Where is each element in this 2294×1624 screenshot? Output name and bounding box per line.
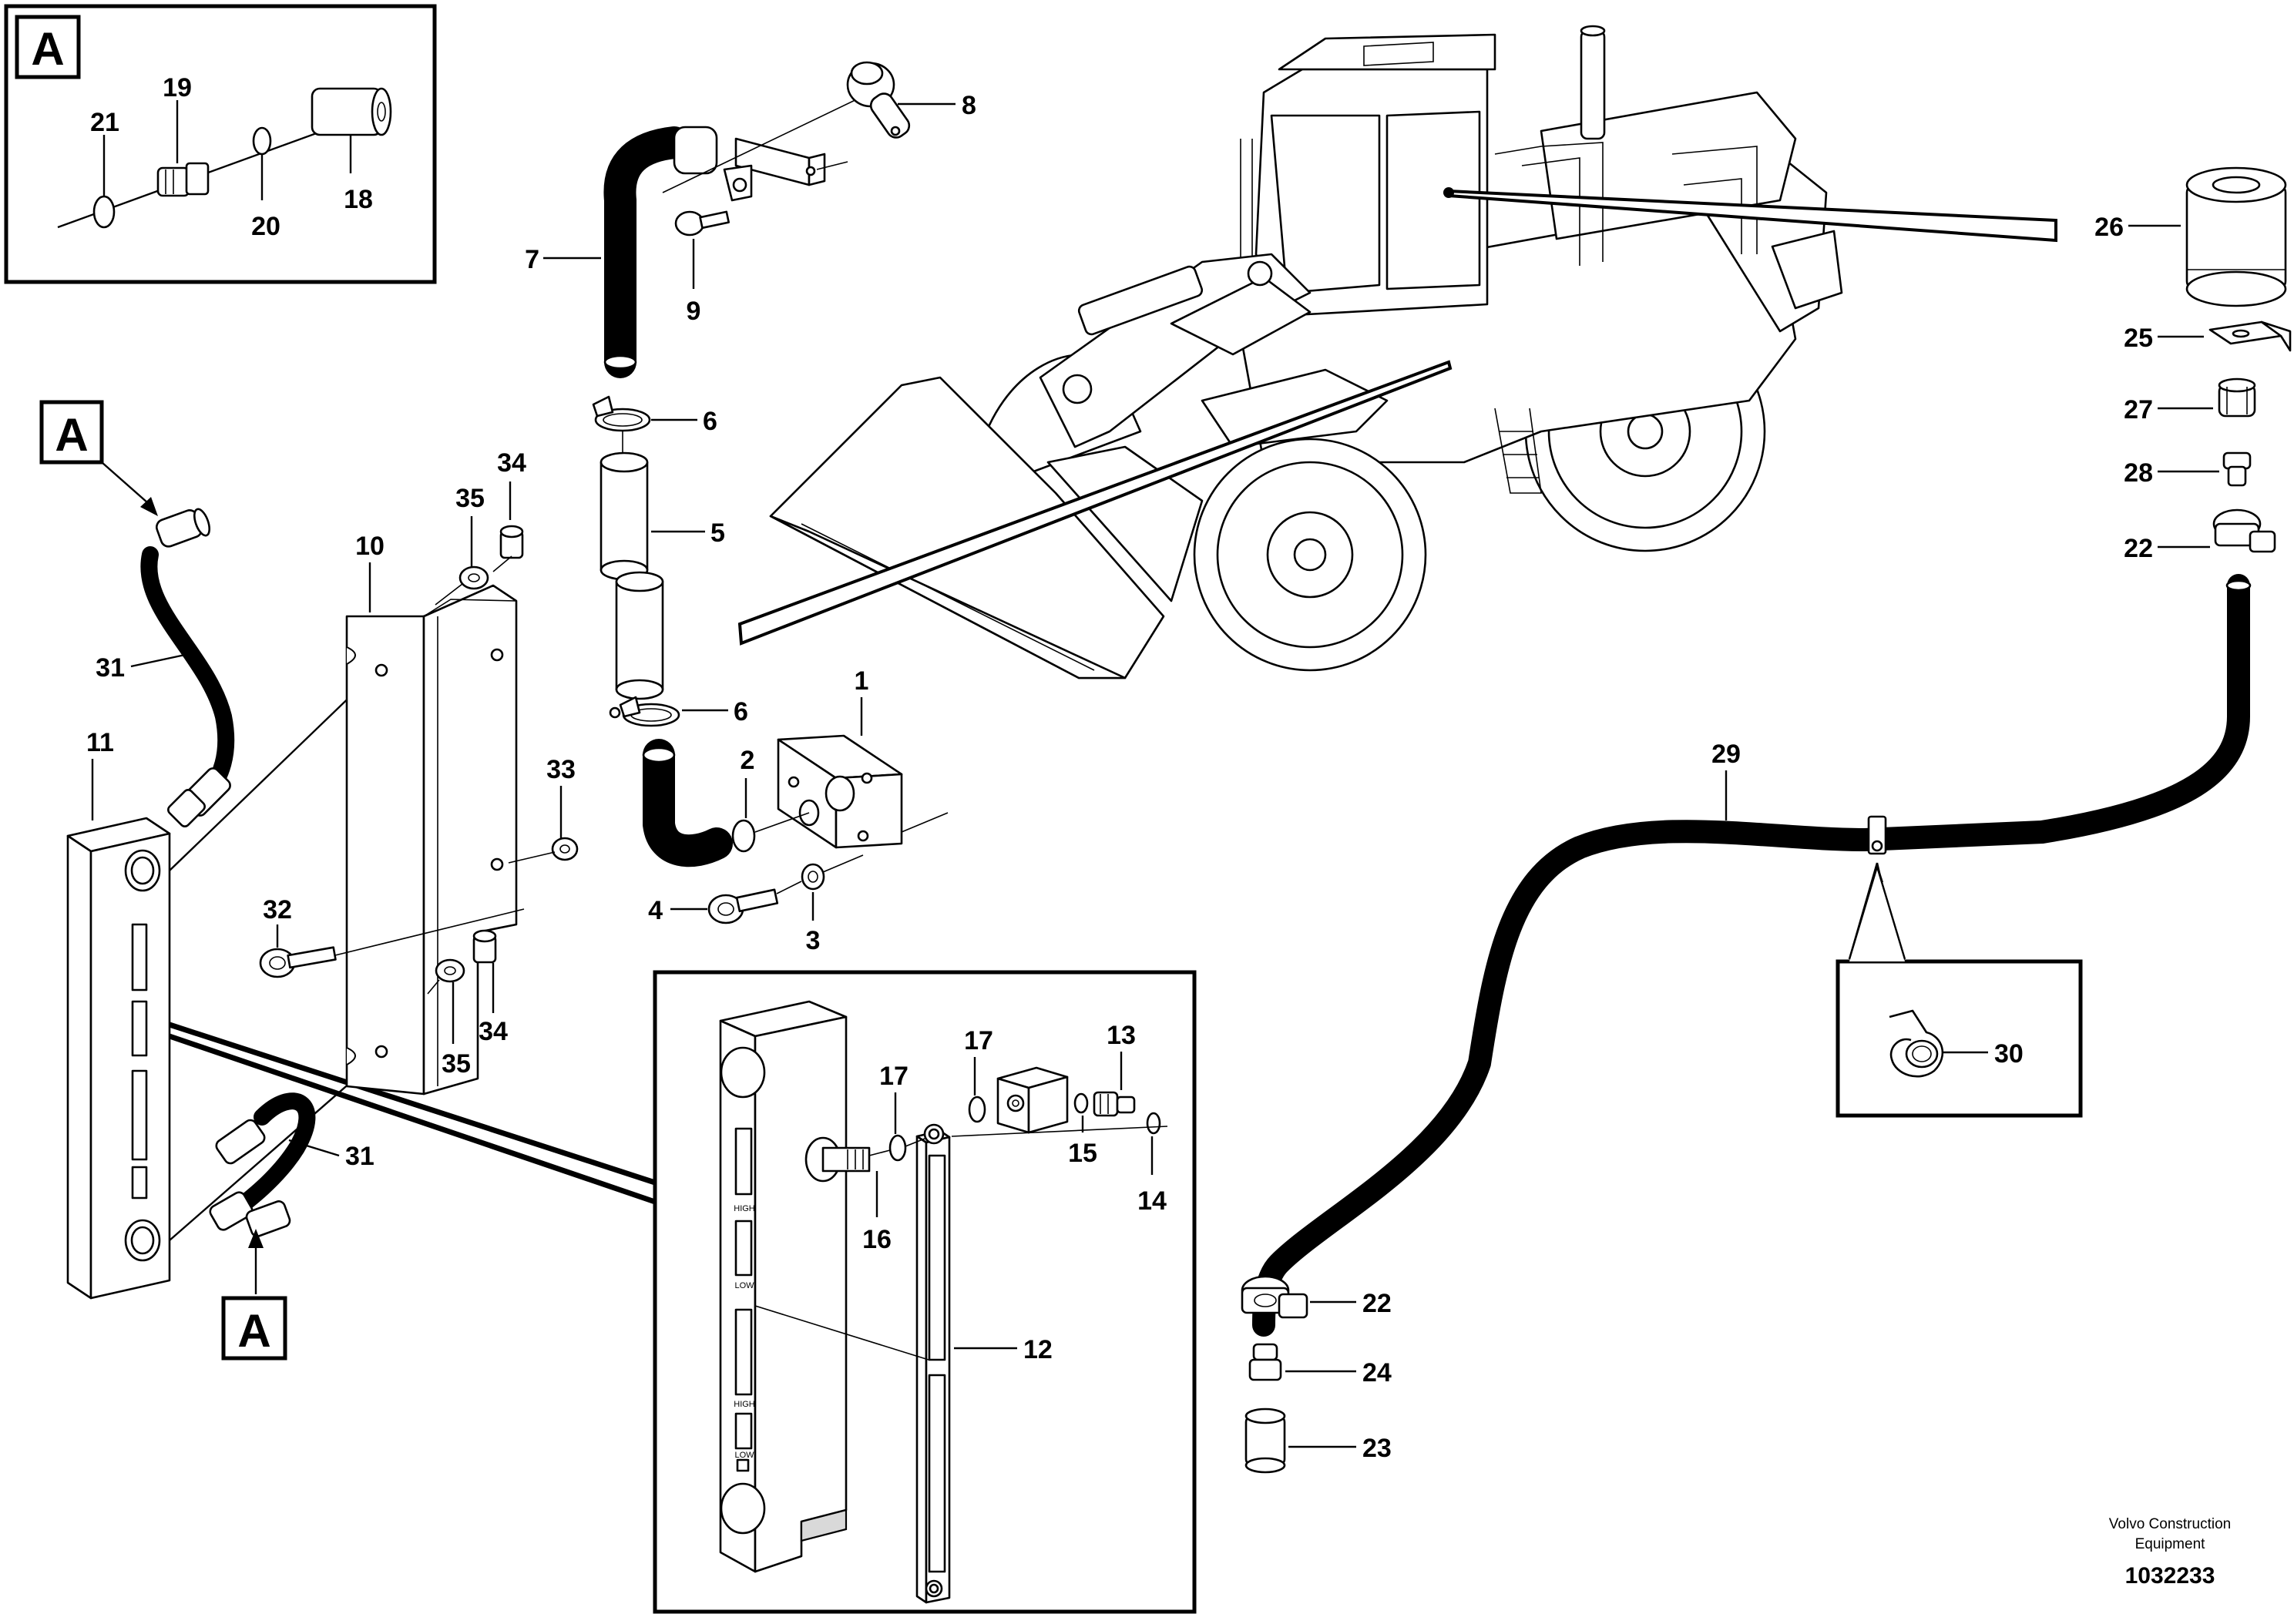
label-29: 29 [1711, 740, 1741, 769]
bracket-25 [2208, 320, 2292, 352]
bolt-4 [707, 888, 779, 924]
swivel-22-bottom [1241, 1275, 1308, 1319]
label-32: 32 [263, 895, 292, 924]
label-17-lower: 17 [879, 1062, 909, 1091]
label-22-bottom: 22 [1362, 1289, 1392, 1318]
label-34-top: 34 [497, 448, 526, 478]
swivel-22-top [2212, 508, 2276, 553]
label-16: 16 [862, 1225, 892, 1254]
label-5: 5 [710, 518, 725, 548]
label-2: 2 [741, 746, 755, 775]
label-9: 9 [687, 297, 701, 326]
o-ring-2 [731, 819, 756, 853]
label-23: 23 [1362, 1434, 1392, 1463]
gauge-mark-high-1: HIGH [734, 1204, 755, 1213]
label-3: 3 [806, 926, 821, 955]
hose-clamp-6-top [592, 395, 651, 432]
label-14: 14 [1137, 1186, 1167, 1216]
label-18: 18 [344, 185, 373, 214]
label-6-bottom: 6 [734, 697, 748, 726]
washer-17-upper [968, 1096, 986, 1123]
label-12: 12 [1023, 1335, 1053, 1364]
label-15: 15 [1068, 1139, 1097, 1168]
banjo-block [996, 1066, 1069, 1134]
o-ring-20 [252, 126, 272, 156]
credit-line-2: Equipment [2135, 1536, 2206, 1552]
hose-clamp-6-bottom [609, 696, 680, 727]
flange-1 [777, 734, 949, 849]
label-22-top: 22 [2124, 534, 2153, 563]
label-6-top: 6 [703, 407, 717, 436]
detail-a-callout-bottom-marker: A [237, 1305, 270, 1357]
sight-gauge-11 [66, 817, 171, 1300]
label-19: 19 [163, 73, 192, 102]
adapter-27 [2218, 377, 2256, 418]
bolt-32 [259, 946, 337, 978]
filter-26 [2185, 166, 2287, 307]
label-4: 4 [648, 896, 663, 925]
clip-30-detail [1836, 862, 2083, 1118]
label-25: 25 [2124, 324, 2153, 353]
o-ring-15 [1073, 1092, 1089, 1114]
o-ring-21 [92, 195, 116, 229]
washer-35-bottom [435, 958, 465, 983]
washer-35-top [458, 565, 489, 590]
nipple-24 [1248, 1343, 1282, 1381]
credit-line-1: Volvo Construction [2109, 1516, 2231, 1532]
label-1: 1 [855, 666, 869, 696]
label-21: 21 [90, 108, 119, 137]
wheel-loader-illustration [769, 25, 1843, 679]
label-33: 33 [546, 755, 576, 784]
label-8: 8 [962, 91, 976, 120]
bolt-34-bottom [472, 929, 497, 964]
banjo-bolt-16 [804, 1136, 871, 1183]
pipe-29 [1252, 574, 2252, 1337]
hose-5 [600, 451, 664, 700]
elbow-hose [642, 739, 733, 867]
hose-31-bottom [209, 1092, 316, 1237]
bolt-34-top [492, 525, 524, 572]
nipple-13 [1093, 1091, 1136, 1117]
label-10: 10 [355, 532, 385, 561]
nipple-28 [2222, 451, 2252, 487]
washer-3 [801, 863, 825, 891]
adapter-18 [311, 87, 392, 136]
o-ring-14 [1146, 1112, 1161, 1135]
label-24: 24 [1362, 1358, 1392, 1387]
breather-pipe-7 [603, 126, 690, 378]
bracket-valve-8 [662, 61, 911, 202]
label-11: 11 [86, 728, 114, 757]
gauge-mark-low-1: LOW [734, 1281, 754, 1290]
detail-a-callout-bottom: A [221, 1229, 287, 1361]
label-35-bottom: 35 [442, 1049, 471, 1079]
detail-a-callout-top: A [39, 400, 158, 516]
detail-a-callout-top-marker: A [55, 409, 88, 461]
detail-a-box: A 21 19 20 18 [4, 4, 437, 284]
label-28: 28 [2124, 458, 2153, 488]
gauge-detail-box: HIGH LOW HIGH LOW [653, 970, 1197, 1614]
label-26: 26 [2094, 213, 2124, 242]
label-31-top: 31 [96, 653, 125, 683]
label-31-bottom: 31 [345, 1142, 374, 1171]
gauge-mark-low-2: LOW [734, 1451, 754, 1460]
label-27: 27 [2124, 395, 2153, 424]
nipple-19 [156, 162, 210, 197]
bolt-9 [674, 210, 730, 237]
label-17-upper: 17 [964, 1026, 993, 1055]
label-34-bottom: 34 [479, 1017, 508, 1046]
washer-17-lower [888, 1134, 907, 1162]
detail-a-marker: A [31, 23, 64, 75]
label-13: 13 [1107, 1021, 1136, 1050]
hose-31-top [140, 508, 235, 827]
label-35-top: 35 [455, 484, 485, 513]
figure-number: 1032233 [2125, 1563, 2215, 1589]
adapter-23 [1244, 1408, 1286, 1474]
gauge-mark-high-2: HIGH [734, 1400, 755, 1409]
label-7: 7 [525, 245, 539, 274]
label-30: 30 [1994, 1039, 2024, 1069]
nut-33 [551, 837, 579, 861]
label-20: 20 [251, 212, 280, 241]
